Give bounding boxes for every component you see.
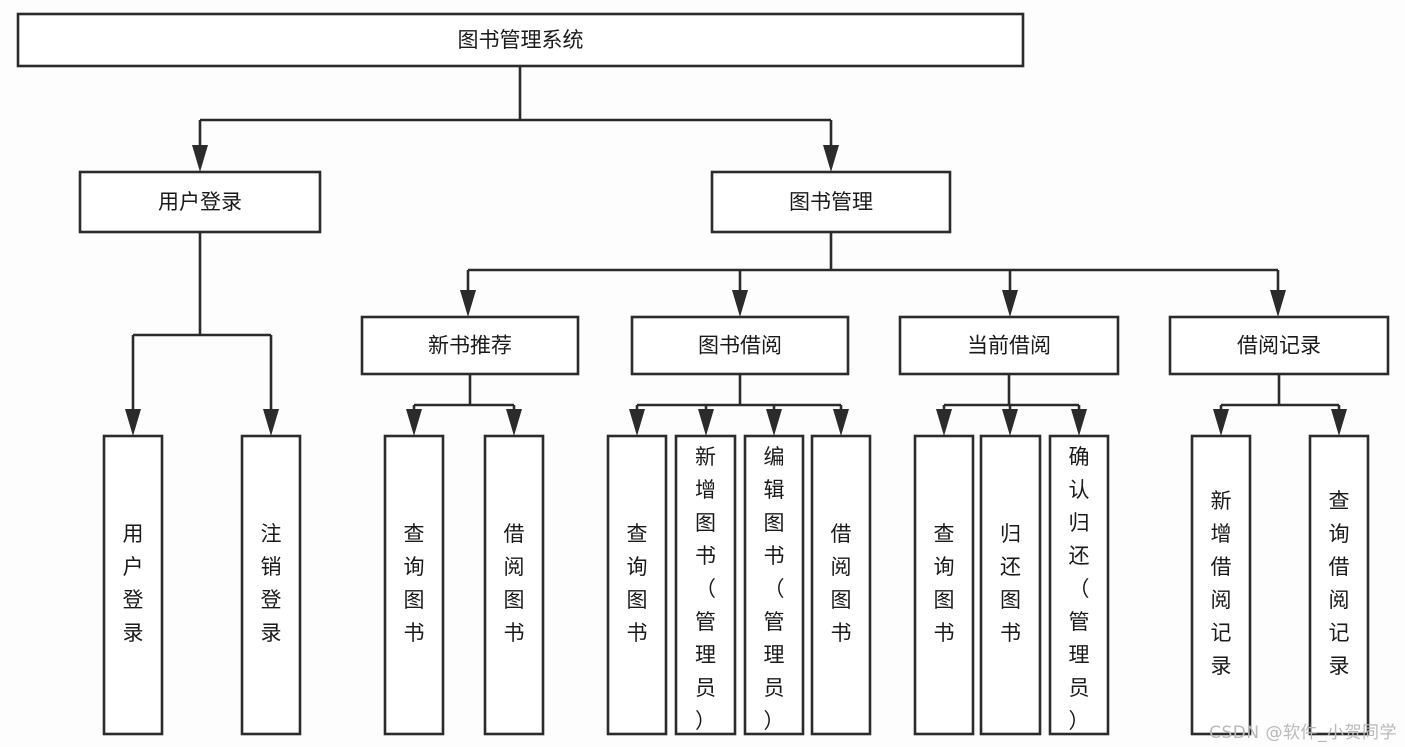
arrow-head — [1213, 409, 1229, 436]
arrow-head — [823, 145, 839, 172]
node-label: 编辑图书（管理员） — [764, 445, 785, 733]
connector-group — [466, 232, 1280, 292]
connector-group — [198, 66, 833, 147]
node-label: 新书推荐 — [428, 334, 512, 358]
node-label: 查询图书 — [404, 522, 425, 645]
leaf-node-确认归还管理员[interactable]: 确认归还（管理员） — [1048, 434, 1110, 736]
node-label: 借阅图书 — [504, 522, 525, 645]
node-box[interactable] — [810, 434, 872, 736]
leaf-node-归还图书[interactable]: 归还图书 — [979, 434, 1042, 736]
node-label: 用户登录 — [158, 190, 242, 214]
node-label: 查询图书 — [627, 522, 648, 645]
node-box[interactable] — [1308, 434, 1370, 736]
arrow-head — [1331, 409, 1347, 436]
node-label: 图书管理 — [789, 190, 873, 214]
node-box[interactable] — [483, 434, 545, 736]
node-label: 注销登录 — [261, 522, 282, 645]
node-box[interactable] — [1168, 315, 1390, 376]
level2-node-用户登录[interactable]: 用户登录 — [78, 170, 322, 234]
level3-node-新书推荐[interactable]: 新书推荐 — [360, 315, 580, 376]
node-label: 新增借阅记录 — [1211, 489, 1232, 678]
connector-group — [131, 232, 273, 411]
leaf-node-借阅图书[interactable]: 借阅图书 — [483, 434, 545, 736]
node-label: 确认归还（管理员） — [1069, 445, 1090, 733]
node-label: 借阅记录 — [1237, 334, 1321, 358]
arrow-head — [766, 409, 782, 436]
arrow-head — [1002, 409, 1018, 436]
node-box[interactable] — [606, 434, 668, 736]
node-box[interactable] — [630, 315, 850, 376]
csdn-watermark: CSDN @软件_小贺同学 — [1209, 723, 1397, 743]
node-box[interactable] — [360, 315, 580, 376]
level3-node-图书借阅[interactable]: 图书借阅 — [630, 315, 850, 376]
arrow-head — [1071, 409, 1087, 436]
arrow-head — [936, 409, 952, 436]
node-box[interactable] — [1190, 434, 1252, 736]
node-box[interactable] — [102, 434, 164, 736]
level3-node-借阅记录[interactable]: 借阅记录 — [1168, 315, 1390, 376]
arrow-head — [698, 409, 714, 436]
connector-group — [635, 374, 843, 411]
connector-layer — [125, 66, 1347, 436]
leaf-node-查询图书[interactable]: 查询图书 — [383, 434, 445, 736]
arrow-head — [1002, 290, 1018, 317]
leaf-node-用户登录[interactable]: 用户登录 — [102, 434, 164, 736]
leaf-node-借阅图书[interactable]: 借阅图书 — [810, 434, 872, 736]
connector-group — [412, 374, 516, 411]
node-label: 查询借阅记录 — [1329, 489, 1350, 678]
arrow-head — [125, 409, 141, 436]
node-label: 图书借阅 — [698, 334, 782, 358]
node-layer: 图书管理系统用户登录图书管理新书推荐图书借阅当前借阅借阅记录用户登录注销登录查询… — [16, 12, 1390, 736]
node-label: 借阅图书 — [831, 522, 852, 645]
arrow-head — [192, 145, 208, 172]
node-label: 图书管理系统 — [458, 28, 584, 52]
arrow-head — [833, 409, 849, 436]
leaf-node-查询图书[interactable]: 查询图书 — [913, 434, 975, 736]
arrow-head — [406, 409, 422, 436]
arrow-head — [506, 409, 522, 436]
arrow-head — [263, 409, 279, 436]
leaf-node-注销登录[interactable]: 注销登录 — [240, 434, 302, 736]
node-box[interactable] — [383, 434, 445, 736]
leaf-node-编辑图书管理员[interactable]: 编辑图书（管理员） — [743, 434, 805, 736]
node-box[interactable] — [16, 12, 1025, 68]
arrow-head — [460, 290, 476, 317]
level3-node-当前借阅[interactable]: 当前借阅 — [898, 315, 1120, 376]
node-box[interactable] — [913, 434, 975, 736]
arrow-head — [629, 409, 645, 436]
leaf-node-新增借阅记录[interactable]: 新增借阅记录 — [1190, 434, 1252, 736]
node-box[interactable] — [240, 434, 302, 736]
leaf-node-查询图书[interactable]: 查询图书 — [606, 434, 668, 736]
connector-group — [1219, 374, 1341, 411]
leaf-node-查询借阅记录[interactable]: 查询借阅记录 — [1308, 434, 1370, 736]
node-label: 用户登录 — [123, 522, 144, 645]
root-node-图书管理系统[interactable]: 图书管理系统 — [16, 12, 1025, 68]
node-box[interactable] — [979, 434, 1042, 736]
arrow-head — [1270, 290, 1286, 317]
leaf-node-新增图书管理员[interactable]: 新增图书（管理员） — [674, 434, 737, 736]
node-box[interactable] — [674, 434, 737, 736]
node-label: 归还图书 — [1000, 522, 1021, 645]
node-label: 查询图书 — [934, 522, 955, 645]
level2-node-图书管理[interactable]: 图书管理 — [710, 170, 952, 234]
node-box[interactable] — [898, 315, 1120, 376]
node-box[interactable] — [743, 434, 805, 736]
node-label: 当前借阅 — [967, 334, 1051, 358]
node-box[interactable] — [1048, 434, 1110, 736]
node-box[interactable] — [710, 170, 952, 234]
connector-group — [942, 374, 1081, 411]
node-label: 新增图书（管理员） — [695, 445, 716, 733]
arrow-head — [732, 290, 748, 317]
node-box[interactable] — [78, 170, 322, 234]
